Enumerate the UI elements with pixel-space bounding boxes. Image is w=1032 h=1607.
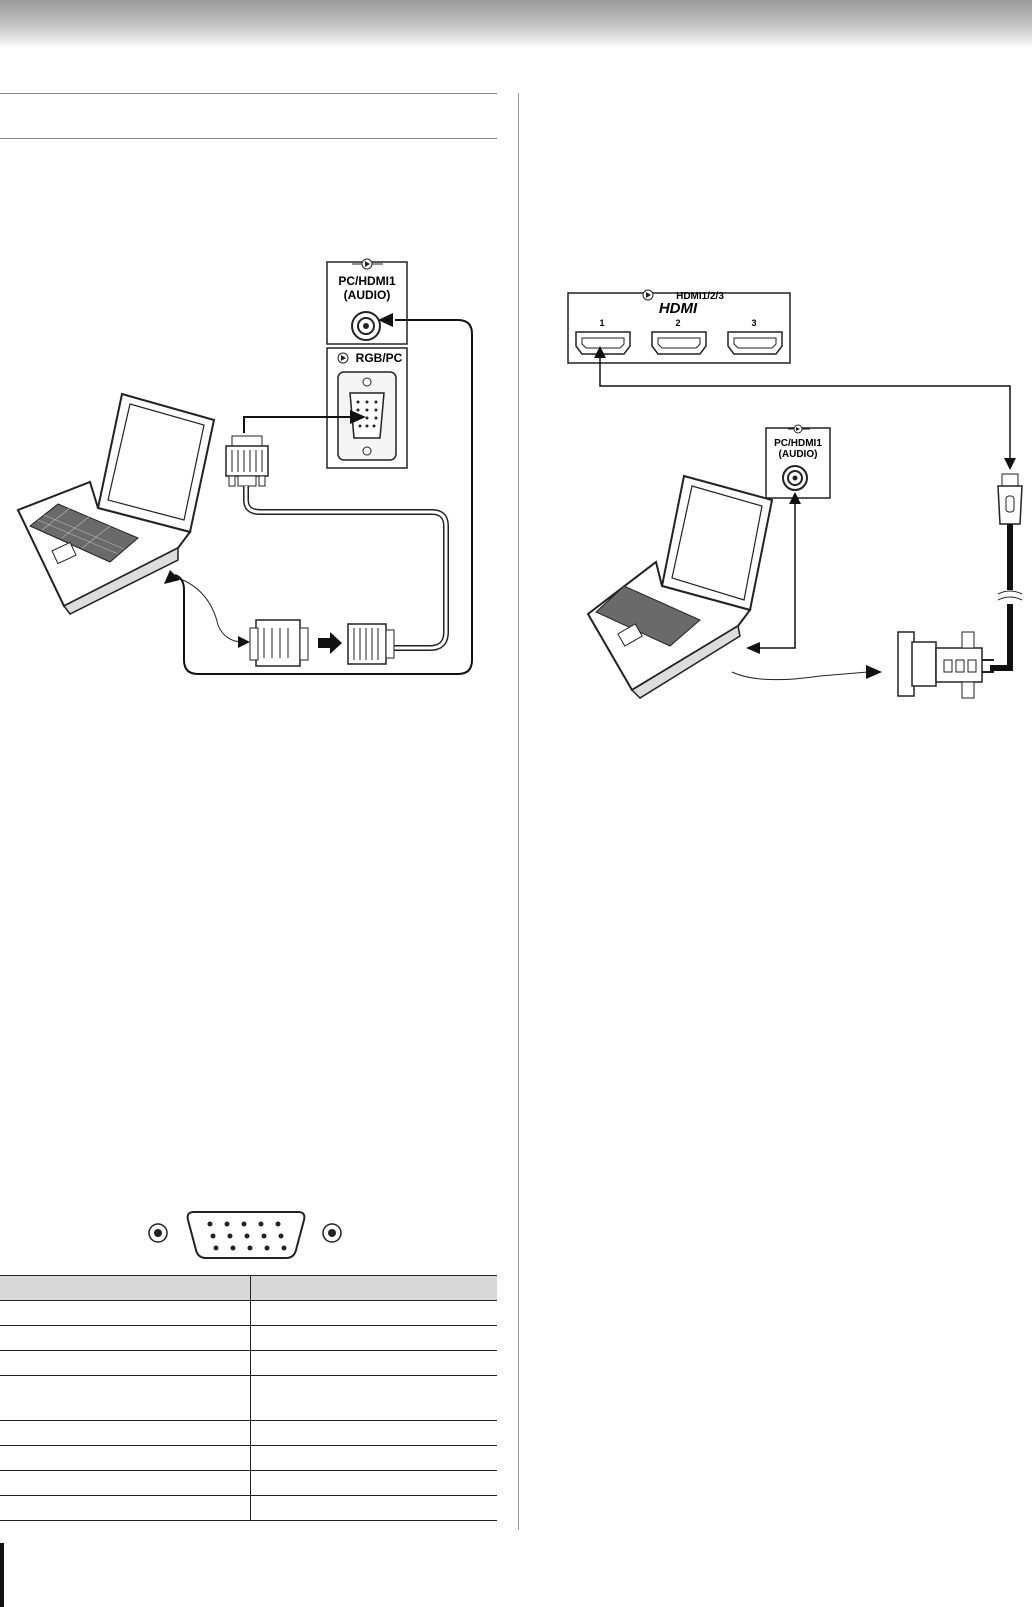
dsub-connector-pin-diagram	[148, 1211, 342, 1259]
vga-end-plug-icon	[347, 623, 395, 665]
laptop-icon	[16, 392, 216, 615]
audio-jack-icon	[782, 465, 808, 491]
table-cell	[250, 1325, 497, 1351]
adapter-connection-arrow	[177, 577, 241, 643]
hdmi-plug-icon	[990, 473, 1023, 671]
vga-cable-arrow	[243, 410, 366, 433]
vga-port-icon	[337, 371, 397, 461]
input-symbol-icon	[642, 289, 654, 301]
table-cell	[250, 1445, 497, 1471]
table-cell	[0, 1470, 251, 1496]
rgb-pc-panel: RGB/PC	[326, 347, 408, 469]
table-cell	[250, 1470, 497, 1496]
audio-jack-panel: PC/HDMI1 (AUDIO)	[326, 258, 408, 345]
vga-plug-icon	[225, 435, 269, 487]
laptop-icon-right	[586, 474, 774, 699]
table-cell	[0, 1495, 251, 1521]
hdmi-port-label-3: 3	[751, 318, 756, 328]
table-cell	[250, 1300, 497, 1326]
hdmi-port-label-1: 1	[599, 318, 604, 328]
pin-assignment-table	[0, 1275, 497, 1521]
table-row	[0, 1495, 497, 1521]
table-row	[0, 1420, 497, 1446]
table-row	[0, 1375, 497, 1421]
table-header-cell	[0, 1275, 251, 1301]
hdmi-port-icon	[575, 331, 631, 355]
table-row	[0, 1325, 497, 1351]
table-row	[0, 1350, 497, 1376]
page-header-bar	[0, 0, 1032, 48]
hdmi-panel-label: HDMI1/2/3	[676, 291, 724, 302]
page-margin-mark	[0, 1543, 4, 1607]
audio-panel-label-line2: (AUDIO)	[344, 288, 391, 302]
table-header-row	[0, 1275, 497, 1301]
audio-jack-panel-right: PC/HDMI1 (AUDIO)	[765, 424, 831, 499]
hdmi-port-label-2: 2	[675, 318, 680, 328]
table-row	[0, 1300, 497, 1326]
input-symbol-icon	[352, 258, 383, 270]
audio-panel-right-label-line1: PC/HDMI1	[774, 438, 822, 449]
audio-cable-loop	[174, 319, 473, 675]
section-rule-bottom	[0, 138, 497, 139]
table-row	[0, 1445, 497, 1471]
hdmi-panel: HDMI1/2/3 HDMI 1 2 3	[567, 289, 791, 364]
section-rule-top	[0, 93, 497, 94]
table-cell	[0, 1325, 251, 1351]
table-header-cell	[250, 1275, 497, 1301]
table-cell	[0, 1375, 251, 1421]
table-cell	[0, 1350, 251, 1376]
bold-arrow-icon	[318, 632, 342, 654]
dvi-connector-icon	[897, 631, 994, 699]
hdmi-port-icon	[651, 331, 707, 355]
table-cell	[0, 1300, 251, 1326]
table-cell	[250, 1375, 497, 1421]
input-symbol-icon	[788, 424, 810, 434]
audio-jack-icon	[351, 311, 381, 341]
input-symbol-icon	[337, 352, 349, 364]
dvi-adapter-icon	[249, 619, 309, 667]
table-cell	[0, 1420, 251, 1446]
table-cell	[250, 1495, 497, 1521]
rgb-panel-label: RGB/PC	[356, 351, 403, 365]
hdmi-logo: HDMI	[659, 300, 698, 317]
hdmi-port-icon	[727, 331, 783, 355]
table-cell	[250, 1420, 497, 1446]
audio-panel-right-label-line2: (AUDIO)	[779, 449, 818, 460]
hdmi-cable-arrow	[594, 346, 1016, 470]
dvi-connection-arrow	[731, 671, 869, 681]
table-row	[0, 1470, 497, 1496]
table-cell	[0, 1445, 251, 1471]
column-divider	[518, 93, 519, 1530]
audio-cable-right	[746, 492, 801, 654]
table-cell	[250, 1350, 497, 1376]
audio-panel-label-line1: PC/HDMI1	[338, 274, 396, 288]
